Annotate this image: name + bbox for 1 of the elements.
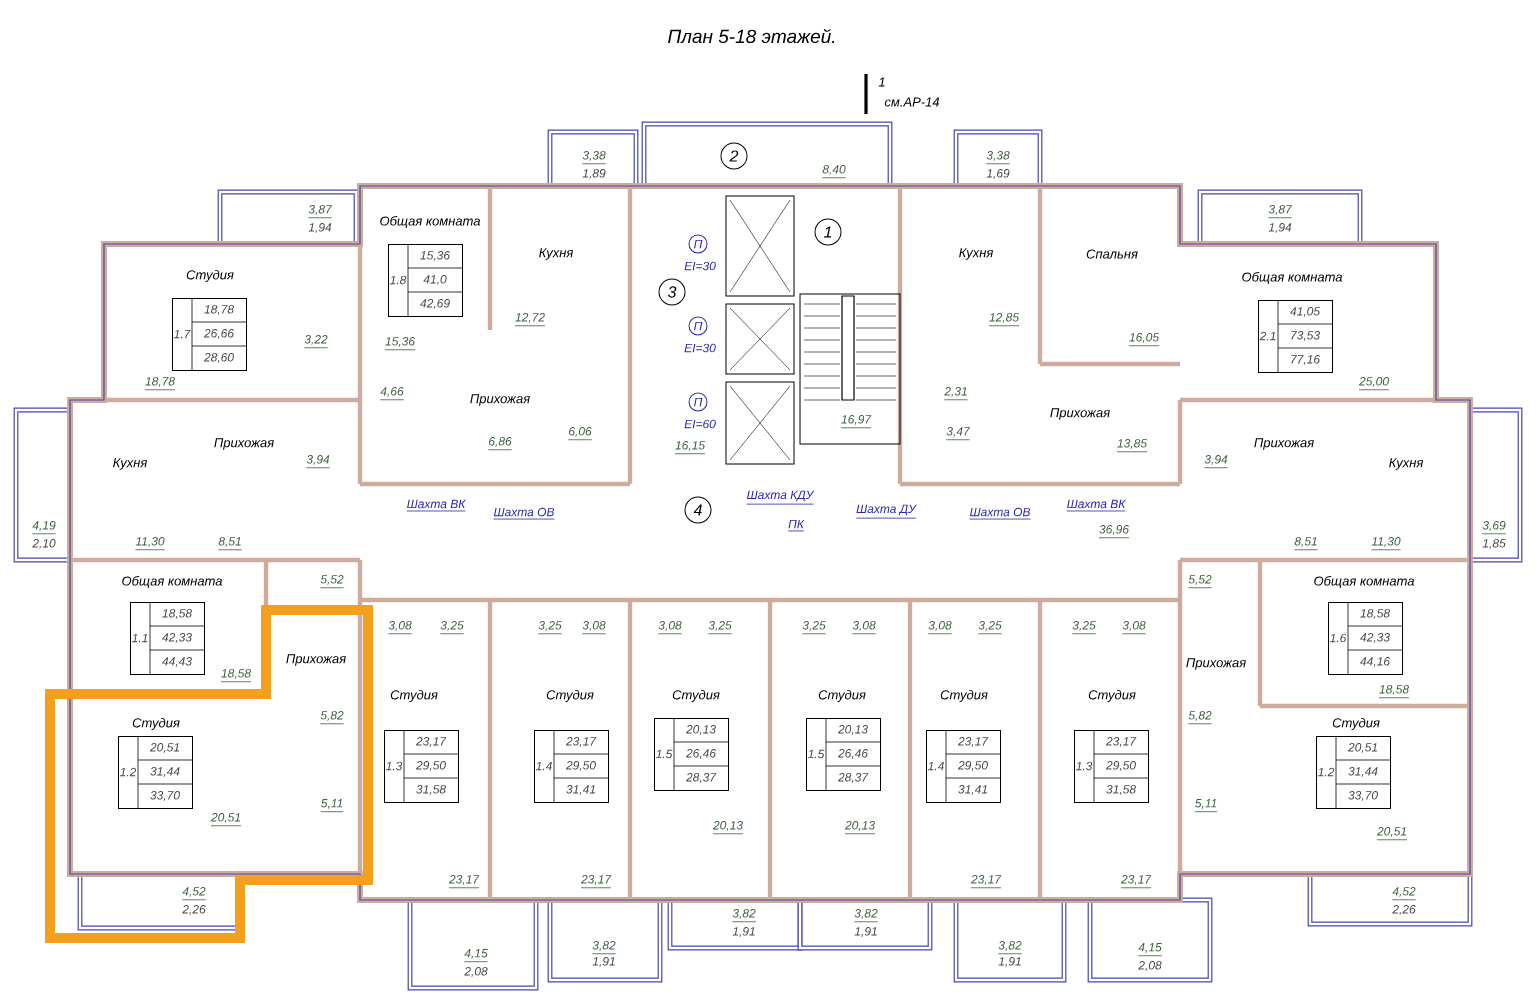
title: План 5-18 этажей. — [668, 28, 835, 44]
